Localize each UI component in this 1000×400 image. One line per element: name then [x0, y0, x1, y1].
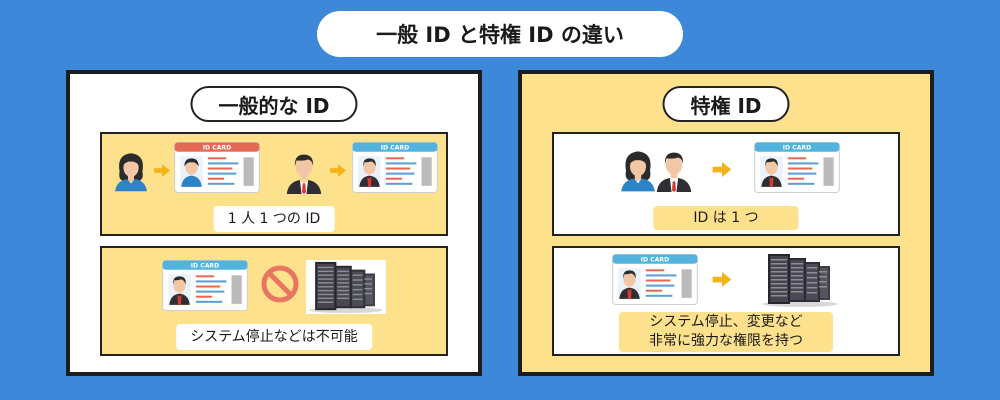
man-avatar-icon	[652, 146, 696, 192]
general-id-bottom-box: システム停止などは不可能	[100, 246, 448, 356]
id-card-blue-icon	[754, 142, 840, 193]
arrow-icon	[154, 164, 170, 177]
privileged-id-panel: 特権 ID ID は 1 つ システム停止、変更など 非常に強力な権限を持つ	[518, 70, 934, 376]
privileged-id-bottom-label-line2: 非常に強力な権限を持つ	[649, 333, 803, 349]
server-rack-icon	[760, 252, 840, 308]
arrow-icon	[712, 272, 732, 287]
prohibited-icon	[261, 265, 299, 303]
arrow-icon	[330, 164, 346, 177]
server-rack-icon	[306, 260, 386, 314]
privileged-id-bottom-label-line1: システム停止、変更など	[649, 314, 803, 331]
privileged-id-top-box: ID は 1 つ	[552, 132, 900, 236]
woman-avatar-icon	[112, 148, 150, 192]
privileged-id-bottom-label: システム停止、変更など 非常に強力な権限を持つ	[619, 312, 833, 352]
general-id-panel: 一般的な ID 1 人 1 つの ID システム停止などは不可能	[66, 70, 482, 376]
man-avatar-icon	[282, 148, 326, 194]
main-title: 一般 ID と特権 ID の違い	[317, 11, 683, 57]
id-card-red-icon	[174, 142, 260, 193]
privileged-id-top-label: ID は 1 つ	[653, 206, 799, 230]
arrow-icon	[712, 162, 732, 177]
id-card-blue-icon	[612, 254, 698, 305]
general-id-panel-title: 一般的な ID	[190, 86, 358, 122]
id-card-blue-icon	[162, 260, 248, 311]
general-id-bottom-label: システム停止などは不可能	[176, 324, 372, 350]
server-box	[306, 260, 386, 314]
general-id-top-box: 1 人 1 つの ID	[100, 132, 448, 236]
privileged-id-bottom-box: システム停止、変更など 非常に強力な権限を持つ	[552, 246, 900, 356]
privileged-id-panel-title: 特権 ID	[662, 86, 790, 122]
id-card-blue-icon	[352, 142, 438, 193]
general-id-top-label: 1 人 1 つの ID	[213, 206, 335, 232]
